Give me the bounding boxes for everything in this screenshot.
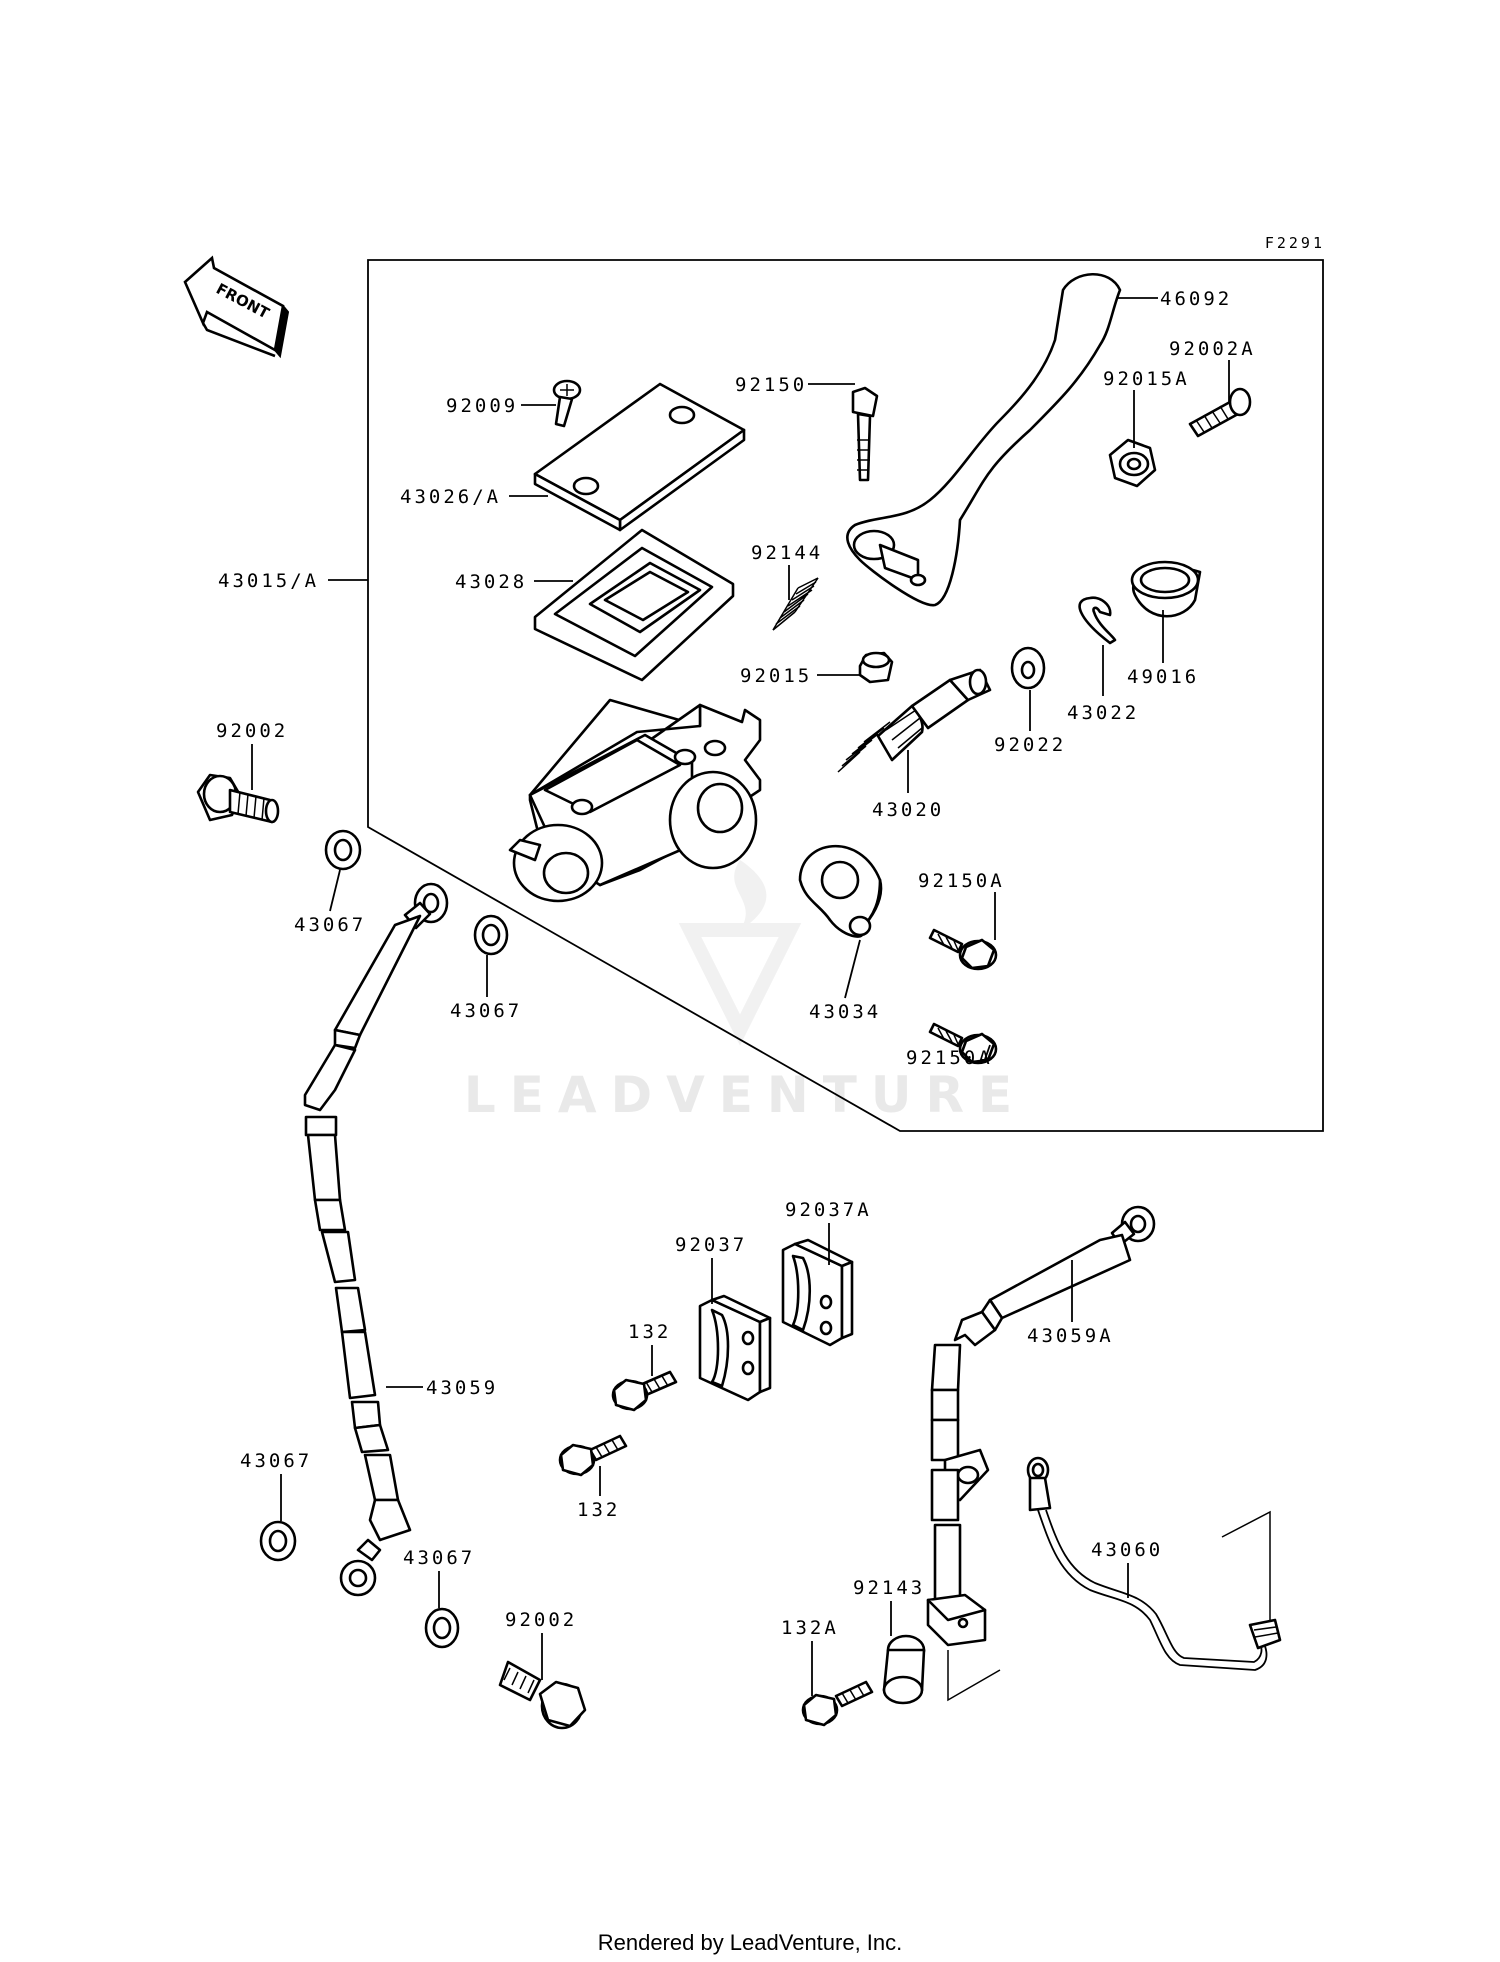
callout-43067-b: 43067 xyxy=(450,1000,522,1022)
callout-132A: 132A xyxy=(781,1617,839,1639)
pipe-connection-bracket xyxy=(1221,1510,1271,1620)
callout-92015A: 92015A xyxy=(1103,368,1190,390)
pivot-bolt-part xyxy=(851,386,879,482)
banjo-bolt-upper-part xyxy=(196,773,280,824)
callout-43067-d: 43067 xyxy=(403,1547,475,1569)
hose-clamp-part xyxy=(698,1294,772,1402)
watermark-text: LEADVENTURE xyxy=(464,1066,1026,1124)
clamp-bolt-upper-part xyxy=(928,928,998,971)
callout-92009: 92009 xyxy=(446,395,518,417)
callout-43034: 43034 xyxy=(809,1001,881,1023)
collar-part xyxy=(882,1634,926,1705)
callout-43026A: 43026/A xyxy=(400,486,501,508)
front-arrow-icon: FRONT xyxy=(183,255,290,359)
bolt-132-upper-part xyxy=(611,1370,678,1412)
callout-92022: 92022 xyxy=(994,734,1066,756)
reservoir-cap-part xyxy=(533,382,746,532)
hose-clamp-a-part xyxy=(781,1238,854,1347)
copper-washer-a-part xyxy=(324,829,362,871)
master-cylinder-body-part xyxy=(508,698,762,903)
callout-43067-a: 43067 xyxy=(294,914,366,936)
callout-92002-top: 92002 xyxy=(216,720,288,742)
diaphragm-part xyxy=(533,528,735,682)
brake-pipe-part xyxy=(1026,1456,1282,1671)
callout-43015A: 43015/A xyxy=(218,570,319,592)
dust-washer-part xyxy=(1010,646,1046,690)
leader-43067-a xyxy=(329,869,341,912)
piston-part xyxy=(837,668,992,773)
spring-part xyxy=(772,577,819,631)
callout-92150A-a: 92150A xyxy=(918,870,1005,892)
lever-nut-part xyxy=(1108,438,1157,488)
assembly-boundary xyxy=(367,259,1324,1132)
hose-connection-bracket xyxy=(947,1650,1001,1702)
callout-43022: 43022 xyxy=(1067,702,1139,724)
callout-92144: 92144 xyxy=(751,542,823,564)
callout-92143: 92143 xyxy=(853,1577,925,1599)
footer-credit: Rendered by LeadVenture, Inc. xyxy=(598,1930,903,1955)
bolt-132-lower-part xyxy=(558,1434,628,1477)
callout-132-a: 132 xyxy=(628,1321,671,1343)
copper-washer-b-part xyxy=(473,914,509,956)
locknut-part xyxy=(858,651,894,684)
callout-43059A: 43059A xyxy=(1027,1325,1114,1347)
callout-92037: 92037 xyxy=(675,1234,747,1256)
brake-hose-lower-part xyxy=(926,1205,1156,1647)
callout-49016: 49016 xyxy=(1127,666,1199,688)
brake-lever-part xyxy=(846,272,1122,607)
watermark-logo xyxy=(678,860,802,1046)
dust-boot-part xyxy=(1130,560,1202,618)
banjo-bolt-lower-part xyxy=(498,1660,587,1730)
reference-code: F2291 xyxy=(1265,234,1325,252)
leader-43034 xyxy=(844,939,861,999)
leader-92150A-b xyxy=(983,1044,991,1063)
callout-43059: 43059 xyxy=(426,1377,498,1399)
callout-43020: 43020 xyxy=(872,799,944,821)
lever-screw-part xyxy=(1188,387,1252,438)
callout-43067-c: 43067 xyxy=(240,1450,312,1472)
callout-92037A: 92037A xyxy=(785,1199,872,1221)
circlip-part xyxy=(1078,596,1117,645)
callout-132-b: 132 xyxy=(577,1499,620,1521)
callout-92150A-b: 92150A xyxy=(906,1047,993,1069)
callout-92015: 92015 xyxy=(740,665,812,687)
copper-washer-d-part xyxy=(424,1607,460,1649)
callout-92002-bottom: 92002 xyxy=(505,1609,577,1631)
callout-46092: 46092 xyxy=(1160,288,1232,310)
cap-screw-part xyxy=(552,379,582,428)
clamp-part xyxy=(798,844,883,938)
callout-43028: 43028 xyxy=(455,571,527,593)
callout-92150: 92150 xyxy=(735,374,807,396)
callout-43060: 43060 xyxy=(1091,1539,1163,1561)
copper-washer-c-part xyxy=(259,1520,297,1562)
callout-92002A: 92002A xyxy=(1169,338,1256,360)
brake-hose-upper-part xyxy=(303,882,449,1597)
bolt-132a-part xyxy=(801,1680,874,1727)
